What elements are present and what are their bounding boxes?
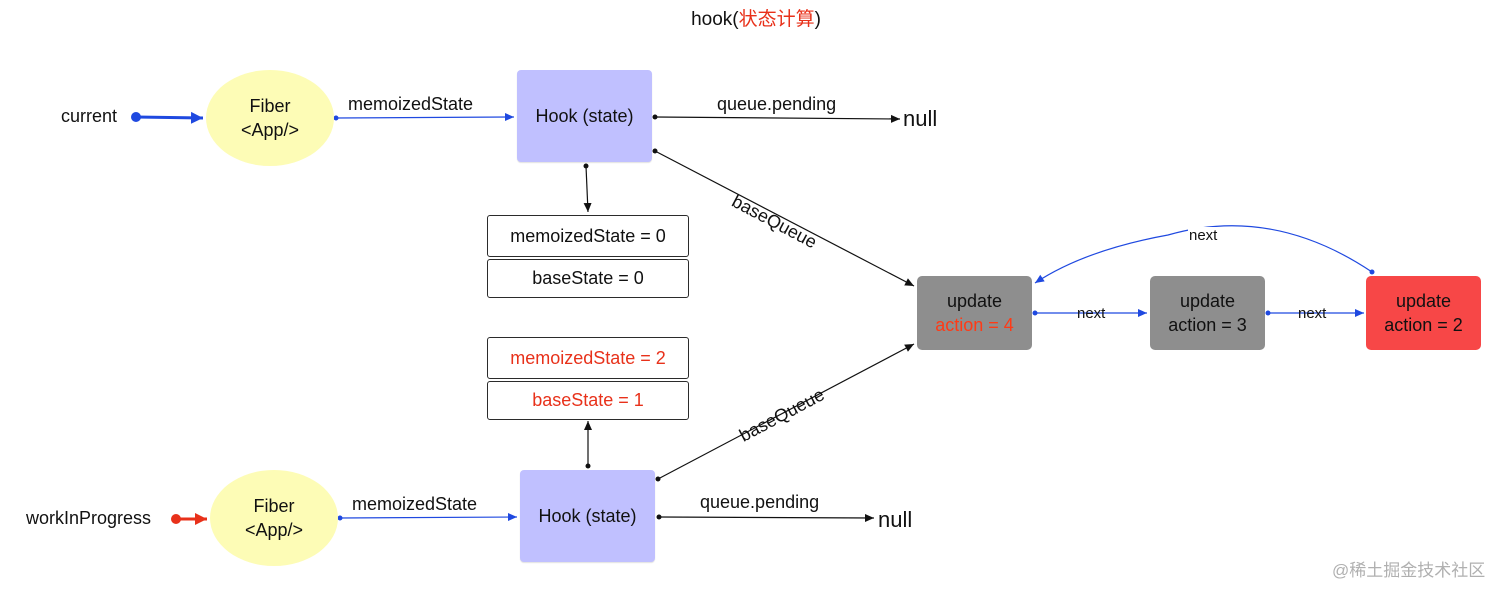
next-edge-circular bbox=[1034, 225, 1375, 284]
fiber-wip-node: Fiber <App/> bbox=[210, 470, 338, 566]
hook-current-node: Hook (state) bbox=[517, 70, 652, 162]
update-title: update bbox=[1179, 291, 1236, 311]
base-state-value: baseState = 1 bbox=[532, 390, 644, 410]
next-label-circular: next bbox=[1188, 227, 1219, 244]
wip-arrow bbox=[171, 513, 207, 525]
base-queue-edge-top bbox=[652, 148, 915, 287]
memoized-state-edge-label-bottom: memoizedState bbox=[352, 494, 478, 514]
update-action: action = 3 bbox=[1168, 315, 1247, 335]
update-title: update bbox=[946, 291, 1003, 311]
memoized-state-value: memoizedState = 2 bbox=[510, 347, 666, 368]
current-label: current bbox=[61, 106, 118, 126]
update-node-3: update action = 2 bbox=[1366, 276, 1481, 350]
null-top: null bbox=[903, 106, 938, 131]
update-node-2: update action = 3 bbox=[1150, 276, 1265, 350]
base-state-box-bottom: baseState = 1 bbox=[487, 381, 689, 420]
queue-edge-bottom bbox=[656, 513, 875, 522]
memoized-edge-top bbox=[333, 113, 515, 122]
memoized-state-value: memoizedState = 0 bbox=[510, 225, 666, 246]
fiber-component: <App/> bbox=[244, 520, 304, 540]
update-node-1: update action = 4 bbox=[917, 276, 1032, 350]
memoized-state-edge-label-top: memoizedState bbox=[348, 94, 474, 114]
next-label-1: next bbox=[1077, 305, 1106, 322]
base-state-box-top: baseState = 0 bbox=[487, 259, 689, 298]
title-prefix: hook( bbox=[691, 9, 739, 30]
memoized-edge-bottom bbox=[337, 513, 518, 522]
work-in-progress-label: workInProgress bbox=[26, 508, 152, 528]
hook-label: Hook (state) bbox=[535, 105, 634, 126]
fiber-component: <App/> bbox=[240, 120, 300, 140]
fiber-current-node: Fiber <App/> bbox=[206, 70, 334, 166]
diagram-title: hook(状态计算) bbox=[0, 4, 1512, 31]
update-action: action = 4 bbox=[935, 315, 1014, 335]
next-edge-2 bbox=[1265, 309, 1364, 317]
null-bottom: null bbox=[878, 507, 913, 532]
update-title: update bbox=[1395, 291, 1452, 311]
hook-state-edge-top bbox=[583, 163, 592, 213]
title-suffix: ) bbox=[814, 9, 821, 30]
current-arrow bbox=[131, 111, 204, 124]
queue-pending-label-bottom: queue.pending bbox=[700, 492, 820, 512]
watermark: @稀土掘金技术社区 bbox=[1332, 561, 1486, 580]
fiber-title: Fiber bbox=[249, 96, 291, 116]
next-edge-1 bbox=[1032, 309, 1147, 317]
memoized-state-box-bottom: memoizedState = 2 bbox=[487, 337, 689, 379]
title-highlight: 状态计算 bbox=[738, 9, 815, 30]
hook-wip-node: Hook (state) bbox=[520, 470, 655, 562]
base-state-value: baseState = 0 bbox=[532, 268, 644, 288]
memoized-state-box-top: memoizedState = 0 bbox=[487, 215, 689, 257]
base-queue-edge-bottom bbox=[655, 343, 915, 482]
fiber-title: Fiber bbox=[253, 496, 295, 516]
next-label-2: next bbox=[1298, 305, 1327, 322]
queue-pending-label-top: queue.pending bbox=[717, 94, 837, 114]
update-action: action = 2 bbox=[1384, 315, 1463, 335]
queue-edge-top bbox=[652, 114, 901, 123]
hook-label: Hook (state) bbox=[538, 505, 637, 526]
hook-state-edge-bottom bbox=[584, 421, 592, 469]
